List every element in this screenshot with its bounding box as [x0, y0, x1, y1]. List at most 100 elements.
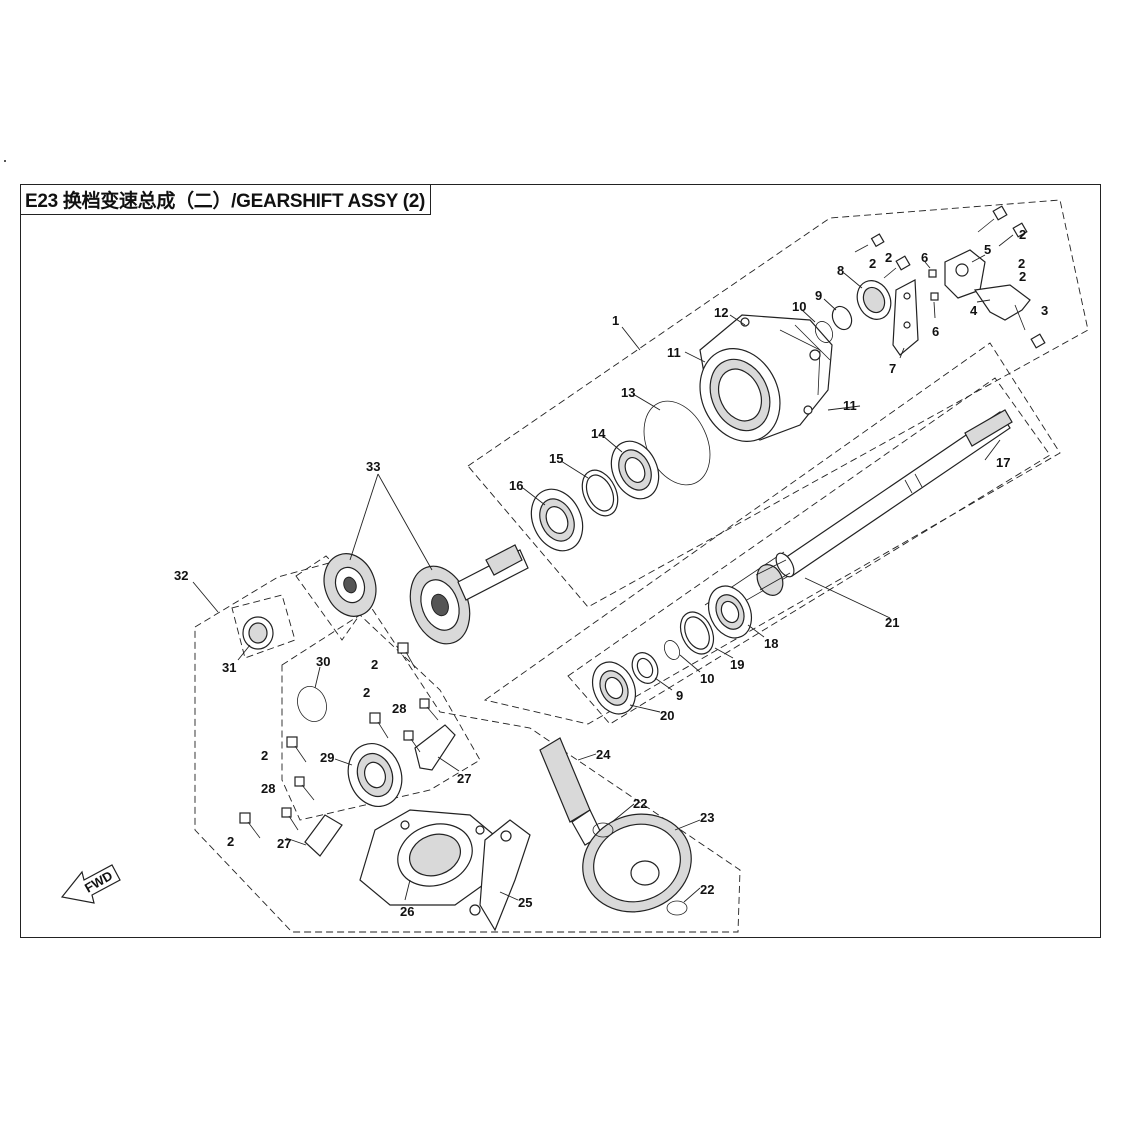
- callout-11: 11: [667, 345, 681, 360]
- collar-part-9: [831, 305, 853, 331]
- bearing-part-20: [591, 661, 637, 715]
- callout-28: 28: [392, 701, 406, 716]
- o-ring-part-10-lower: [663, 640, 681, 660]
- callout-14: 14: [591, 426, 606, 441]
- callout-6: 6: [921, 250, 928, 265]
- callout-6: 6: [932, 324, 939, 339]
- bolt-2-lower-c: [286, 736, 307, 763]
- callout-1: 1: [612, 313, 619, 328]
- diagram-title: E23 换档变速总成（二）/GEARSHIFT ASSY (2): [20, 184, 432, 215]
- callout-2: 2: [885, 250, 892, 265]
- callout-2: 2: [1018, 256, 1025, 271]
- callout-17: 17: [996, 455, 1010, 470]
- callout-15: 15: [549, 451, 563, 466]
- shim-part-30: [297, 686, 327, 722]
- group-21-boundary: [567, 377, 1051, 725]
- callout-20: 20: [660, 708, 674, 723]
- bevel-gear-part-33-large: [409, 544, 529, 645]
- plate-part-25: [469, 819, 531, 932]
- callout-27: 27: [457, 771, 471, 786]
- bolt-2-upper-a: [854, 233, 885, 253]
- callout-12: 12: [714, 305, 728, 320]
- leader-lines: [192, 254, 1001, 903]
- bolt-6-a: [928, 269, 937, 278]
- corner-mark: [4, 160, 6, 162]
- bearing-part-16: [530, 488, 584, 552]
- callout-31: 31: [222, 660, 236, 675]
- callout-22: 22: [633, 796, 647, 811]
- bolt-2-upper-c: [977, 205, 1008, 233]
- callout-16: 16: [509, 478, 523, 493]
- bolt-2-lower-d: [239, 812, 261, 839]
- callout-24: 24: [596, 747, 611, 762]
- callout-26: 26: [400, 904, 414, 919]
- spline-end-part-21: [755, 559, 791, 596]
- callout-5: 5: [984, 242, 991, 257]
- callout-33: 33: [366, 459, 380, 474]
- callout-2: 2: [261, 748, 268, 763]
- bracket-part-5: [944, 249, 986, 299]
- callout-10: 10: [700, 671, 714, 686]
- bolt-2-lower-b: [369, 712, 389, 739]
- bevel-gear-part-33-small: [323, 553, 377, 617]
- bearing-housing-part-26: [359, 809, 501, 906]
- circlip-part-22-a: [592, 822, 614, 838]
- callout-9: 9: [676, 688, 683, 703]
- callout-4: 4: [970, 303, 978, 318]
- callout-labels: 1 2 2 2 2 2 2 2 2 2 3 4 5 6 6 7 8 9 9 10…: [174, 227, 1048, 919]
- bolt-2-upper-b: [883, 255, 911, 279]
- callout-8: 8: [837, 263, 844, 278]
- snap-ring-part-15: [581, 469, 619, 517]
- callout-23: 23: [700, 810, 714, 825]
- callout-22: 22: [700, 882, 714, 897]
- callout-7: 7: [889, 361, 896, 376]
- callout-18: 18: [764, 636, 778, 651]
- callout-3: 3: [1041, 303, 1048, 318]
- subgroup-31-boundary: [231, 594, 296, 659]
- housing-part-12: [699, 314, 833, 442]
- plate-part-7: [892, 279, 919, 356]
- bolt-2-upper-d: [998, 222, 1028, 247]
- callout-9: 9: [815, 288, 822, 303]
- seal-part-31: [242, 616, 274, 650]
- callout-27: 27: [277, 836, 291, 851]
- callout-28: 28: [261, 781, 275, 796]
- bolt-28-a: [403, 698, 439, 753]
- circlip-part-22-b: [666, 900, 688, 916]
- diagram-frame: [20, 184, 1101, 938]
- callout-10: 10: [792, 299, 806, 314]
- shift-lever-part-4: [973, 284, 1031, 331]
- bolt-3: [1030, 333, 1046, 349]
- bracket-part-27-lower: [304, 814, 343, 857]
- callout-13: 13: [621, 385, 635, 400]
- callout-2: 2: [227, 834, 234, 849]
- forward-arrow-icon: FWD: [60, 864, 121, 904]
- callout-2: 2: [363, 685, 370, 700]
- bearing-part-29: [347, 743, 403, 807]
- callout-25: 25: [518, 895, 532, 910]
- bracket-part-27-upper: [414, 724, 456, 771]
- callout-32: 32: [174, 568, 188, 583]
- group-17-boundary: [483, 342, 1061, 725]
- callout-30: 30: [316, 654, 330, 669]
- bearing-part-18: [707, 585, 753, 639]
- bearing-part-14: [610, 440, 660, 500]
- group-1-boundary: [467, 199, 1089, 608]
- subgroup-29-boundary: [281, 614, 481, 821]
- callout-2: 2: [869, 256, 876, 271]
- callout-2: 2: [1019, 227, 1026, 242]
- oil-seal-part-8: [856, 280, 892, 320]
- bolt-6-b: [930, 292, 939, 301]
- snap-ring-part-19: [679, 611, 715, 655]
- bolt-2-lower-a: [397, 642, 416, 669]
- gear-part-23: [582, 813, 692, 913]
- group-33-boundary: [295, 555, 371, 641]
- o-ring-part-10: [814, 321, 834, 343]
- callout-19: 19: [730, 657, 744, 672]
- collar-part-9-lower: [631, 652, 659, 684]
- group-32-boundary: [194, 559, 741, 933]
- callout-2: 2: [1019, 269, 1026, 284]
- bolt-28-b: [281, 776, 315, 831]
- callout-2: 2: [371, 657, 378, 672]
